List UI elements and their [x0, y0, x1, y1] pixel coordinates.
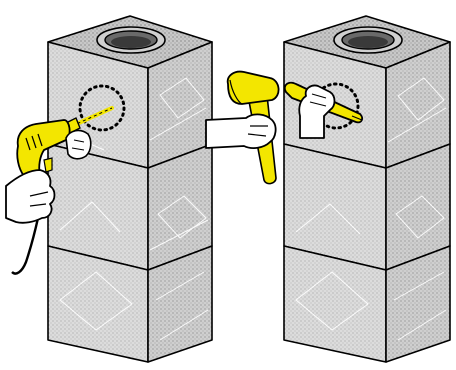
hand-icon: [6, 170, 55, 223]
flue-opening: [334, 27, 402, 53]
flue-opening: [97, 27, 165, 53]
left-chimney-column: [48, 16, 212, 362]
hand-icon: [66, 131, 91, 159]
hand-icon: [206, 114, 276, 148]
right-chimney-column: [284, 16, 450, 362]
